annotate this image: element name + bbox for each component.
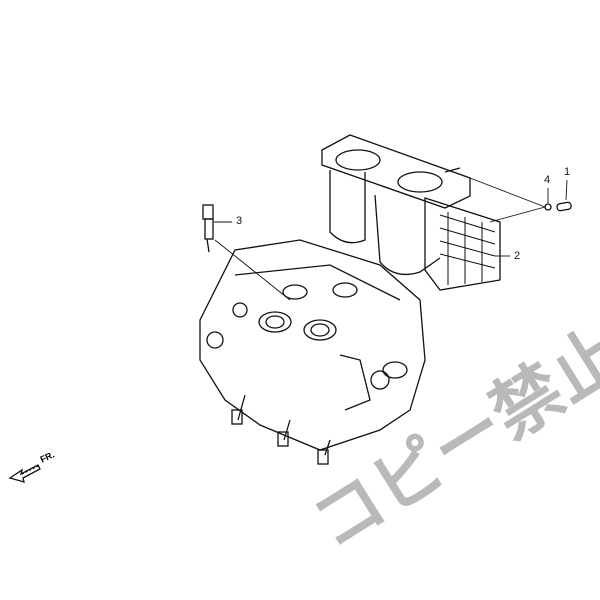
leader-lines: [214, 177, 568, 301]
callout-4: 4: [544, 174, 551, 186]
throttle-body: [321, 134, 501, 291]
callout-1: 1: [564, 166, 571, 178]
cylinder-head: [199, 239, 426, 465]
callout-3: 3: [236, 215, 243, 227]
front-arrow-icon: [8, 464, 41, 483]
callout-2: 2: [514, 250, 521, 262]
small-parts: [544, 201, 572, 212]
spark-plug: [202, 204, 214, 253]
